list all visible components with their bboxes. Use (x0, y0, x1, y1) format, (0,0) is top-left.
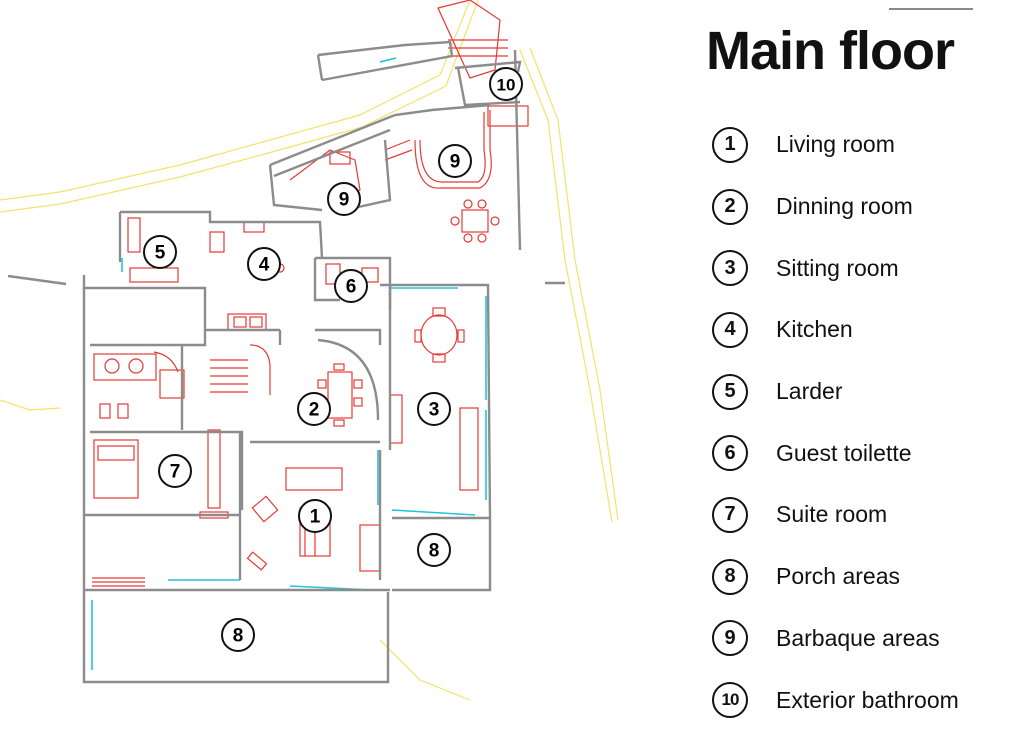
legend-item: 7 Suite room (712, 484, 959, 546)
legend-label: Barbaque areas (776, 624, 940, 651)
room-marker: 9 (327, 182, 361, 216)
room-marker: 5 (143, 235, 177, 269)
legend-item: 2 Dinning room (712, 176, 959, 238)
legend-label: Sitting room (776, 254, 899, 281)
room-legend: 1 Living room 2 Dinning room 3 Sitting room… (712, 114, 959, 731)
page-title: Main floor (706, 21, 955, 81)
floor-plan-drawing: 10 9 9 5 4 6 2 3 7 1 8 8 (0, 0, 619, 701)
legend-number: 2 (712, 188, 748, 225)
legend-item: 8 Porch areas (712, 546, 959, 608)
terrain-contours (0, 0, 619, 701)
legend-label: Porch areas (776, 563, 901, 590)
room-marker-number: 9 (339, 190, 350, 211)
room-marker: 3 (417, 392, 451, 426)
legend-number: 3 (712, 250, 748, 287)
room-marker-number: 7 (170, 462, 181, 483)
furniture (92, 0, 529, 587)
legend-number: 1 (712, 126, 748, 163)
legend-item: 6 Guest toilette (712, 422, 959, 484)
legend-item: 10 Exterior bathroom (712, 669, 959, 731)
legend-label: Kitchen (776, 316, 853, 343)
room-marker: 4 (247, 247, 281, 281)
glazing (91, 57, 487, 670)
room-marker-number: 8 (233, 626, 244, 647)
room-marker-number: 10 (497, 76, 516, 95)
room-marker-number: 4 (259, 255, 270, 276)
legend-number: 5 (712, 373, 748, 410)
legend-label: Exterior bathroom (776, 686, 959, 713)
legend-label: Dinning room (776, 193, 913, 220)
room-marker: 10 (489, 67, 523, 101)
room-markers: 10 9 9 5 4 6 2 3 7 1 8 8 (143, 67, 523, 652)
room-marker-number: 3 (429, 400, 440, 421)
room-marker-number: 2 (309, 400, 320, 421)
legend-number: 8 (712, 558, 748, 595)
room-marker-number: 6 (346, 277, 357, 298)
legend-number: 7 (712, 496, 748, 533)
legend-item: 3 Sitting room (712, 237, 959, 299)
legend-number: 4 (712, 311, 748, 348)
legend-label: Suite room (776, 501, 888, 528)
room-marker-number: 8 (429, 541, 440, 562)
room-marker: 8 (221, 618, 255, 652)
legend-item: 1 Living room (712, 114, 959, 176)
room-marker-number: 5 (155, 243, 166, 264)
legend-item: 9 Barbaque areas (712, 608, 959, 670)
legend-label: Guest toilette (776, 439, 912, 466)
legend-number: 10 (712, 682, 748, 719)
walls (7, 40, 565, 684)
legend-label: Larder (776, 378, 843, 405)
room-marker: 6 (334, 269, 368, 303)
room-marker: 2 (297, 392, 331, 426)
room-marker-number: 9 (450, 152, 461, 173)
legend-number: 6 (712, 435, 748, 472)
room-marker: 1 (298, 499, 332, 533)
room-marker: 8 (417, 533, 451, 567)
room-marker: 9 (438, 144, 472, 178)
legend-item: 4 Kitchen (712, 299, 959, 361)
decorative-rule (889, 8, 973, 10)
room-marker-number: 1 (310, 507, 321, 528)
legend-number: 9 (712, 620, 748, 657)
legend-item: 5 Larder (712, 361, 959, 423)
room-marker: 7 (158, 454, 192, 488)
legend-label: Living room (776, 131, 895, 158)
